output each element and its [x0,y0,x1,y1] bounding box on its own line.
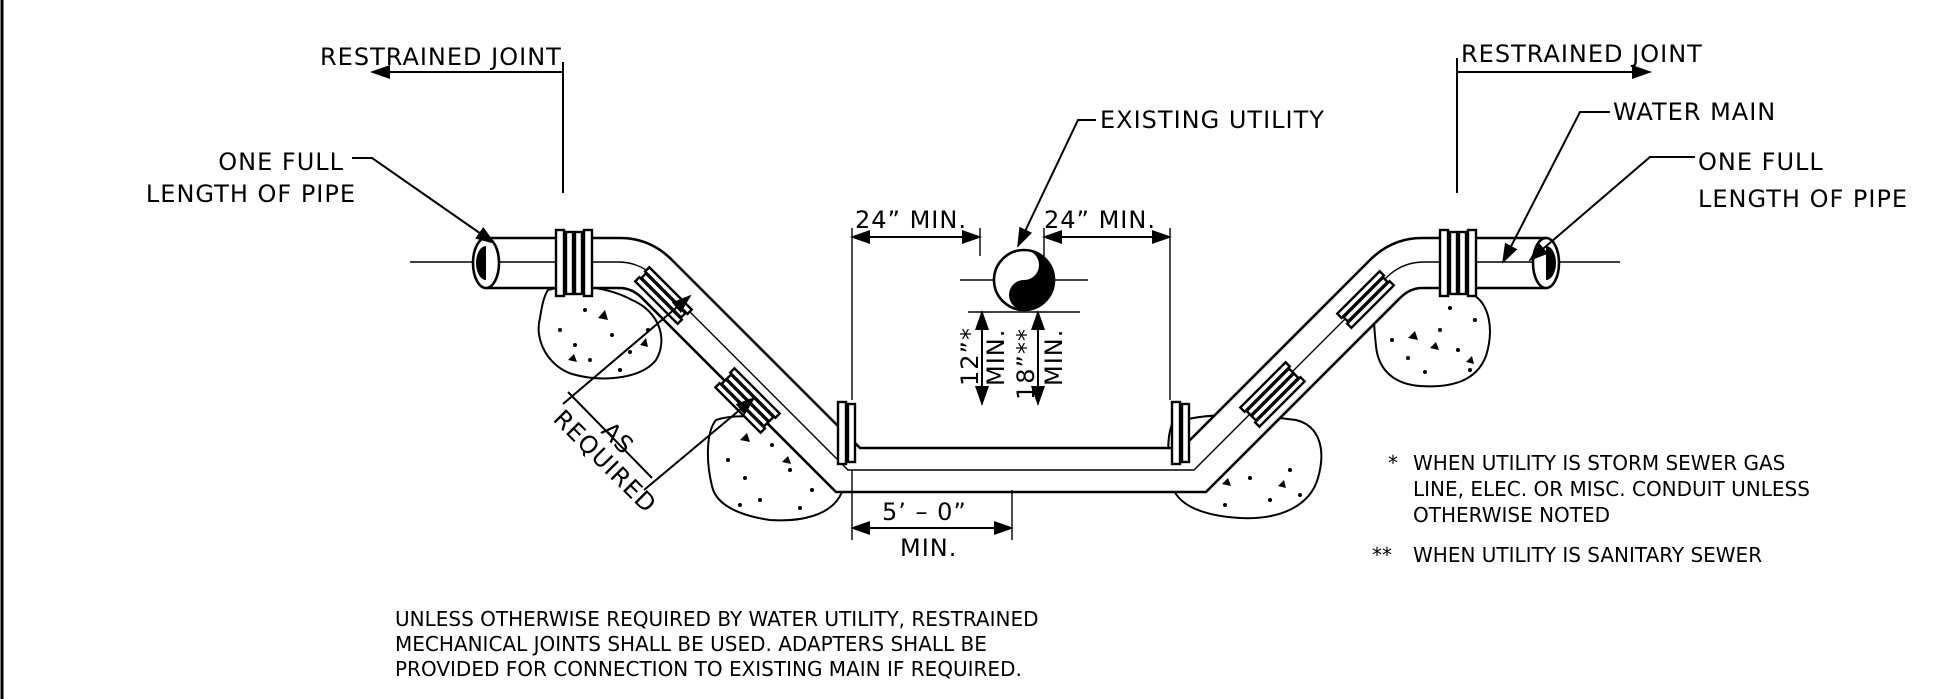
label-one-full-left-1: ONE FULL [218,148,344,176]
label-one-full-left-2: LENGTH OF PIPE [146,180,356,208]
note-star1-line2: LINE, ELEC. OR MISC. CONDUIT UNLESS [1413,477,1810,501]
thrust-block-upper-left [537,285,663,380]
general-note-line2: MECHANICAL JOINTS SHALL BE USED. ADAPTER… [395,632,987,656]
label-24-min-left: 24” MIN. [855,206,967,234]
label-one-full-right-2: LENGTH OF PIPE [1698,185,1908,213]
label-five-foot: 5’ – 0” [882,498,967,526]
note-star1-line3: OTHERWISE NOTED [1413,503,1610,527]
general-note-line1: UNLESS OTHERWISE REQUIRED BY WATER UTILI… [395,607,1039,631]
label-water-main: WATER MAIN [1613,98,1776,126]
label-five-foot-min: MIN. [900,534,957,562]
joint-right-upper-diag [1335,269,1396,330]
label-24-min-right: 24” MIN. [1044,206,1156,234]
joint-right-lower-diag [1238,360,1307,429]
note-star1-mark: * [1388,451,1398,475]
joint-right-horizontal [1438,228,1478,298]
existing-utility-symbol [960,248,1088,312]
label-18-min: 18”** [1012,328,1040,400]
label-restrained-joint-right: RESTRAINED JOINT [1461,40,1703,68]
label-required: REQUIRED [548,404,662,518]
label-restrained-joint-left: RESTRAINED JOINT [320,43,562,71]
dimension-lines [352,58,1695,540]
general-note-line3: PROVIDED FOR CONNECTION TO EXISTING MAIN… [395,657,1022,681]
label-12-min: 12”* [956,327,984,386]
label-one-full-right-1: ONE FULL [1698,148,1824,176]
joint-bottom-left [836,400,857,466]
label-existing-utility: EXISTING UTILITY [1100,106,1325,134]
note-star2-mark: ** [1372,543,1392,567]
note-star2-line1: WHEN UTILITY IS SANITARY SEWER [1413,543,1762,567]
note-star1-line1: WHEN UTILITY IS STORM SEWER GAS [1413,451,1785,475]
label-12-min-sub: MIN. [982,329,1010,386]
label-18-min-sub: MIN. [1040,329,1068,386]
joint-bottom-right [1170,400,1191,466]
joint-left-horizontal [554,228,594,298]
